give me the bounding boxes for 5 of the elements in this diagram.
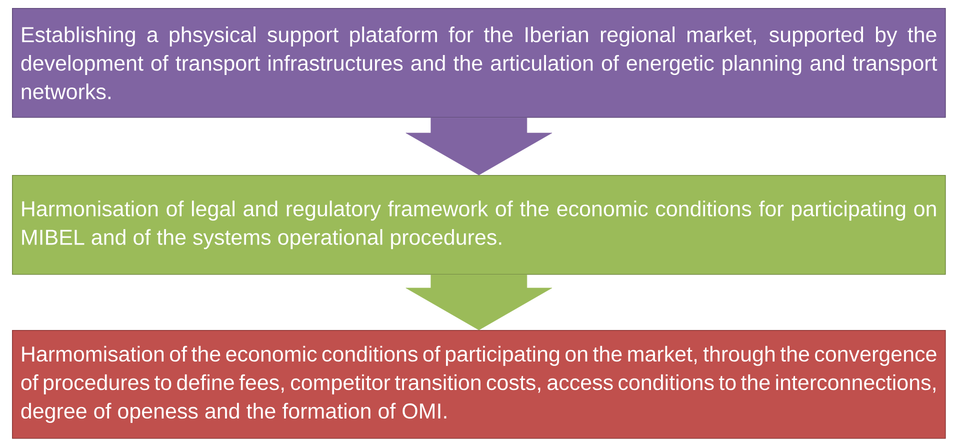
process-box: Harmomisation of the economic conditions of participating on the market, through the convergence of procedures to define fees, competitor transition costs, access conditions to the interconnections, degree of openess and the formation of OMI. xyxy=(12,330,946,439)
process-box: Harmonisation of legal and regulatory framework of the economic conditions for participating on MIBEL and of the systems operational procedures. xyxy=(12,174,946,275)
arrow xyxy=(406,274,552,330)
process-box: Establishing a phsysical support plataform for the Iberian regional market, supported by the development of transport infrastructures and the articulation of energetic planning and transport networks. xyxy=(12,8,946,118)
arrow xyxy=(406,118,552,176)
